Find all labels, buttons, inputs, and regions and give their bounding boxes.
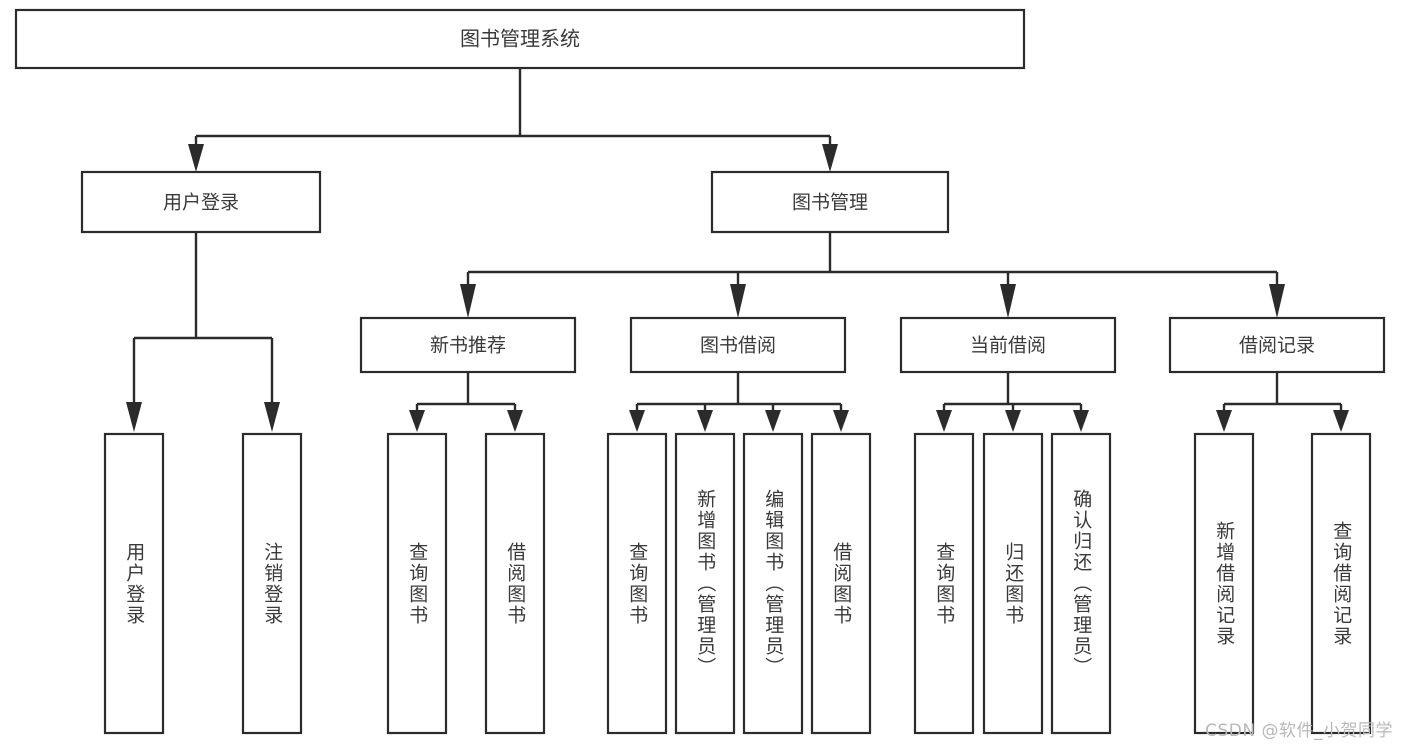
arrow-to-borrow xyxy=(730,284,746,318)
leaf-box-query-record[interactable] xyxy=(1310,432,1372,735)
arrow-to-leaf-logout xyxy=(264,402,280,432)
node-book-manage-label: 图书管理 xyxy=(792,192,868,214)
leaf-box-query-book-c[interactable] xyxy=(913,432,975,735)
arrow-to-leaf-confirm-return xyxy=(1073,410,1089,432)
node-user-login-box[interactable] xyxy=(80,170,322,234)
node-borrow-box[interactable] xyxy=(629,316,847,374)
node-current-box[interactable] xyxy=(899,316,1117,374)
node-new-book-label: 新书推荐 xyxy=(430,335,506,357)
arrow-to-leaf-edit-book xyxy=(765,410,781,432)
arrow-to-leaf-borrow-book-a xyxy=(507,410,523,432)
arrow-to-leaf-user-login xyxy=(126,402,142,432)
node-book-manage-box[interactable] xyxy=(710,170,950,234)
connector-group-current xyxy=(936,372,1089,432)
leaf-box-edit-book[interactable] xyxy=(742,432,804,735)
arrow-to-leaf-query-book-a xyxy=(409,410,425,432)
node-records-box[interactable] xyxy=(1168,316,1386,374)
connector-group-userlogin xyxy=(126,232,280,432)
connector-group-root xyxy=(188,68,838,172)
arrow-to-leaf-borrow-book-b xyxy=(833,410,849,432)
arrow-to-current xyxy=(1000,284,1016,318)
leaf-box-borrow-book-b[interactable] xyxy=(810,432,872,735)
arrow-to-leaf-return-book xyxy=(1005,410,1021,432)
leaf-box-logout[interactable] xyxy=(241,432,303,735)
leaf-box-return-book[interactable] xyxy=(982,432,1044,735)
connector-group-borrow xyxy=(629,372,849,432)
leaf-box-query-book-a[interactable] xyxy=(386,432,448,735)
node-root-label: 图书管理系统 xyxy=(460,27,580,51)
arrow-to-records xyxy=(1269,284,1285,318)
arrow-to-leaf-query-book-c xyxy=(936,410,952,432)
connector-group-bookmanage xyxy=(460,232,1285,318)
leaf-box-query-book-b[interactable] xyxy=(606,432,668,735)
leaf-box-add-book[interactable] xyxy=(674,432,736,735)
node-records-label: 借阅记录 xyxy=(1239,335,1315,357)
leaf-box-confirm-return[interactable] xyxy=(1050,432,1112,735)
watermark-text: CSDN @软件_小贺同学 xyxy=(1205,721,1393,741)
arrow-to-leaf-query-record xyxy=(1333,410,1349,432)
arrow-to-leaf-add-book xyxy=(697,410,713,432)
arrow-to-leaf-add-record xyxy=(1216,410,1232,432)
arrow-root-to-bookmanage xyxy=(822,144,838,172)
arrow-root-to-userlogin xyxy=(188,144,204,172)
node-new-book-box[interactable] xyxy=(359,316,577,374)
leaf-box-borrow-book-a[interactable] xyxy=(484,432,546,735)
node-user-login-label: 用户登录 xyxy=(163,192,239,214)
connector-group-newbook xyxy=(409,372,523,432)
connector-group-records xyxy=(1216,372,1349,432)
arrow-to-newbook xyxy=(460,284,476,318)
leaf-box-user-login[interactable] xyxy=(103,432,165,735)
node-root-box[interactable] xyxy=(14,8,1026,70)
leaf-box-add-record[interactable] xyxy=(1193,432,1255,735)
node-borrow-label: 图书借阅 xyxy=(700,335,776,357)
arrow-to-leaf-query-book-b xyxy=(629,410,645,432)
node-current-label: 当前借阅 xyxy=(970,335,1046,357)
